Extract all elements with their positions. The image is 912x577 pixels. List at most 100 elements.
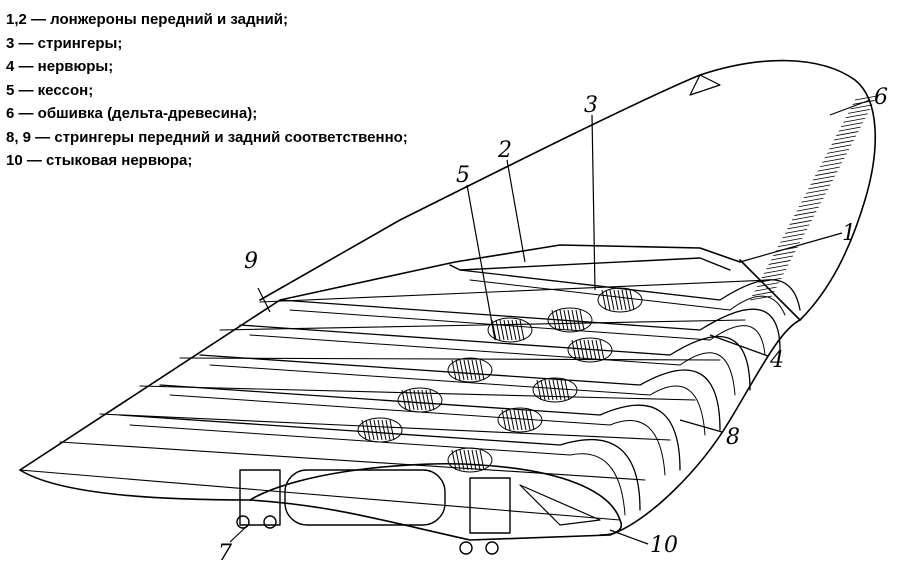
caisson-cell-line	[563, 309, 569, 331]
caisson-cell-line	[559, 309, 565, 331]
caisson-cell	[497, 407, 543, 433]
caisson-cell-line	[575, 339, 581, 361]
callout-6: 6	[874, 85, 888, 110]
caisson-cell-line	[613, 289, 619, 311]
rear-spar-line	[449, 257, 731, 271]
rib	[159, 384, 681, 471]
caisson-cell-line	[552, 379, 558, 401]
leader-10	[609, 529, 649, 545]
caisson-cell-outline	[447, 357, 493, 383]
skin-hatch-line	[796, 206, 819, 212]
skin-hatch-line	[833, 135, 857, 141]
caisson-cell-line	[609, 289, 615, 311]
rib-inner-line	[249, 334, 736, 396]
caisson-cell-line	[471, 449, 477, 471]
skin-hatch-line	[756, 282, 780, 288]
caisson-cell-line	[479, 449, 485, 471]
caisson-cell-line	[475, 449, 481, 471]
caisson-cell-line	[605, 289, 611, 311]
legend-item-ribs: 4 — нервюры;	[6, 58, 114, 75]
stringer	[139, 385, 696, 401]
skin-hatch-line	[845, 113, 868, 119]
leader-2	[506, 159, 526, 263]
skin-hatch-line	[777, 242, 801, 248]
caisson-cell	[547, 307, 593, 333]
skin-hatch-line	[840, 122, 864, 128]
caisson-cell-line	[579, 339, 585, 361]
leader-6	[829, 99, 871, 116]
callout-10: 10	[650, 533, 678, 558]
skin-hatch-line	[829, 144, 852, 150]
skin-hatch-line	[761, 273, 784, 279]
skin-leading-edge-hatch	[749, 95, 878, 301]
caisson-cell-line	[417, 389, 423, 411]
caisson-cell-line	[509, 409, 515, 431]
caisson-cell-line	[556, 379, 562, 401]
skin-hatch-line	[768, 260, 791, 265]
caisson-cell-line	[621, 289, 627, 311]
caisson-cell-line	[536, 379, 542, 401]
callout-3: 3	[584, 93, 598, 118]
skin-hatch-line	[794, 211, 817, 216]
leader-1	[739, 232, 843, 263]
caisson-cell-line	[425, 389, 431, 411]
caisson-cell-line	[515, 319, 521, 341]
caisson-cell-line	[529, 409, 535, 431]
legend-item-joint-rib: 10 — стыковая нервюра;	[6, 152, 193, 169]
rib	[459, 269, 801, 311]
caisson-cell-line	[501, 409, 507, 431]
skin-hatch-line	[815, 171, 838, 176]
caisson-cell-line	[475, 359, 481, 381]
caisson-cell-line	[463, 359, 469, 381]
joint-rib	[249, 463, 622, 536]
caisson-cell-line	[548, 379, 554, 401]
rib	[239, 324, 751, 391]
caisson-cell-outline	[397, 387, 443, 413]
leader-8	[679, 419, 723, 433]
caisson-cell-outline	[487, 317, 533, 343]
wing-frame	[19, 244, 801, 541]
caisson-cell-line	[361, 419, 367, 441]
caisson-cell-line	[373, 419, 379, 441]
caisson-cell-line	[629, 289, 635, 311]
fitting-bolt-2	[263, 515, 277, 529]
stringer	[219, 319, 746, 331]
caisson-cell-line	[599, 339, 605, 361]
skin-hatch-line	[836, 131, 859, 136]
stringer	[59, 441, 646, 481]
caisson-cell-outline	[597, 287, 643, 313]
stringer	[19, 469, 621, 521]
callout-8: 8	[726, 425, 740, 450]
caisson-cell-line	[571, 339, 577, 361]
caisson-cell-line	[451, 449, 457, 471]
caisson-cell-line	[583, 339, 589, 361]
caisson-cell-line	[571, 309, 577, 331]
skin-hatch-line	[847, 108, 871, 114]
rib	[119, 414, 641, 511]
skin-hatch-line	[784, 228, 808, 234]
caisson-cell-line	[601, 289, 607, 311]
stringer	[99, 413, 671, 441]
fitting-bolt-4	[485, 541, 499, 555]
caisson-cell-line	[479, 359, 485, 381]
caisson-cell	[447, 447, 493, 473]
skin-hatch-line	[805, 188, 829, 194]
leader-7	[229, 524, 249, 543]
caisson-cell	[357, 417, 403, 443]
caisson-cell-line	[567, 309, 573, 331]
legend: 1,2 — лонжероны передний и задний; 3 — с…	[6, 8, 408, 173]
caisson-cell-line	[595, 339, 601, 361]
callout-4: 4	[769, 348, 784, 373]
caisson-cell-line	[505, 409, 511, 431]
legend-item-caisson: 5 — кессон;	[6, 81, 94, 99]
callout-2: 2	[497, 138, 512, 163]
rib-inner-line	[289, 309, 766, 356]
caisson-cell-line	[451, 359, 457, 381]
fitting-bolt-3	[459, 541, 473, 555]
caisson-cell-outline	[532, 377, 578, 403]
caisson-cell-outline	[567, 337, 613, 363]
skin-hatch-line	[754, 286, 777, 292]
root-and-leading-outline	[19, 319, 801, 541]
caisson-cell-line	[455, 359, 461, 381]
